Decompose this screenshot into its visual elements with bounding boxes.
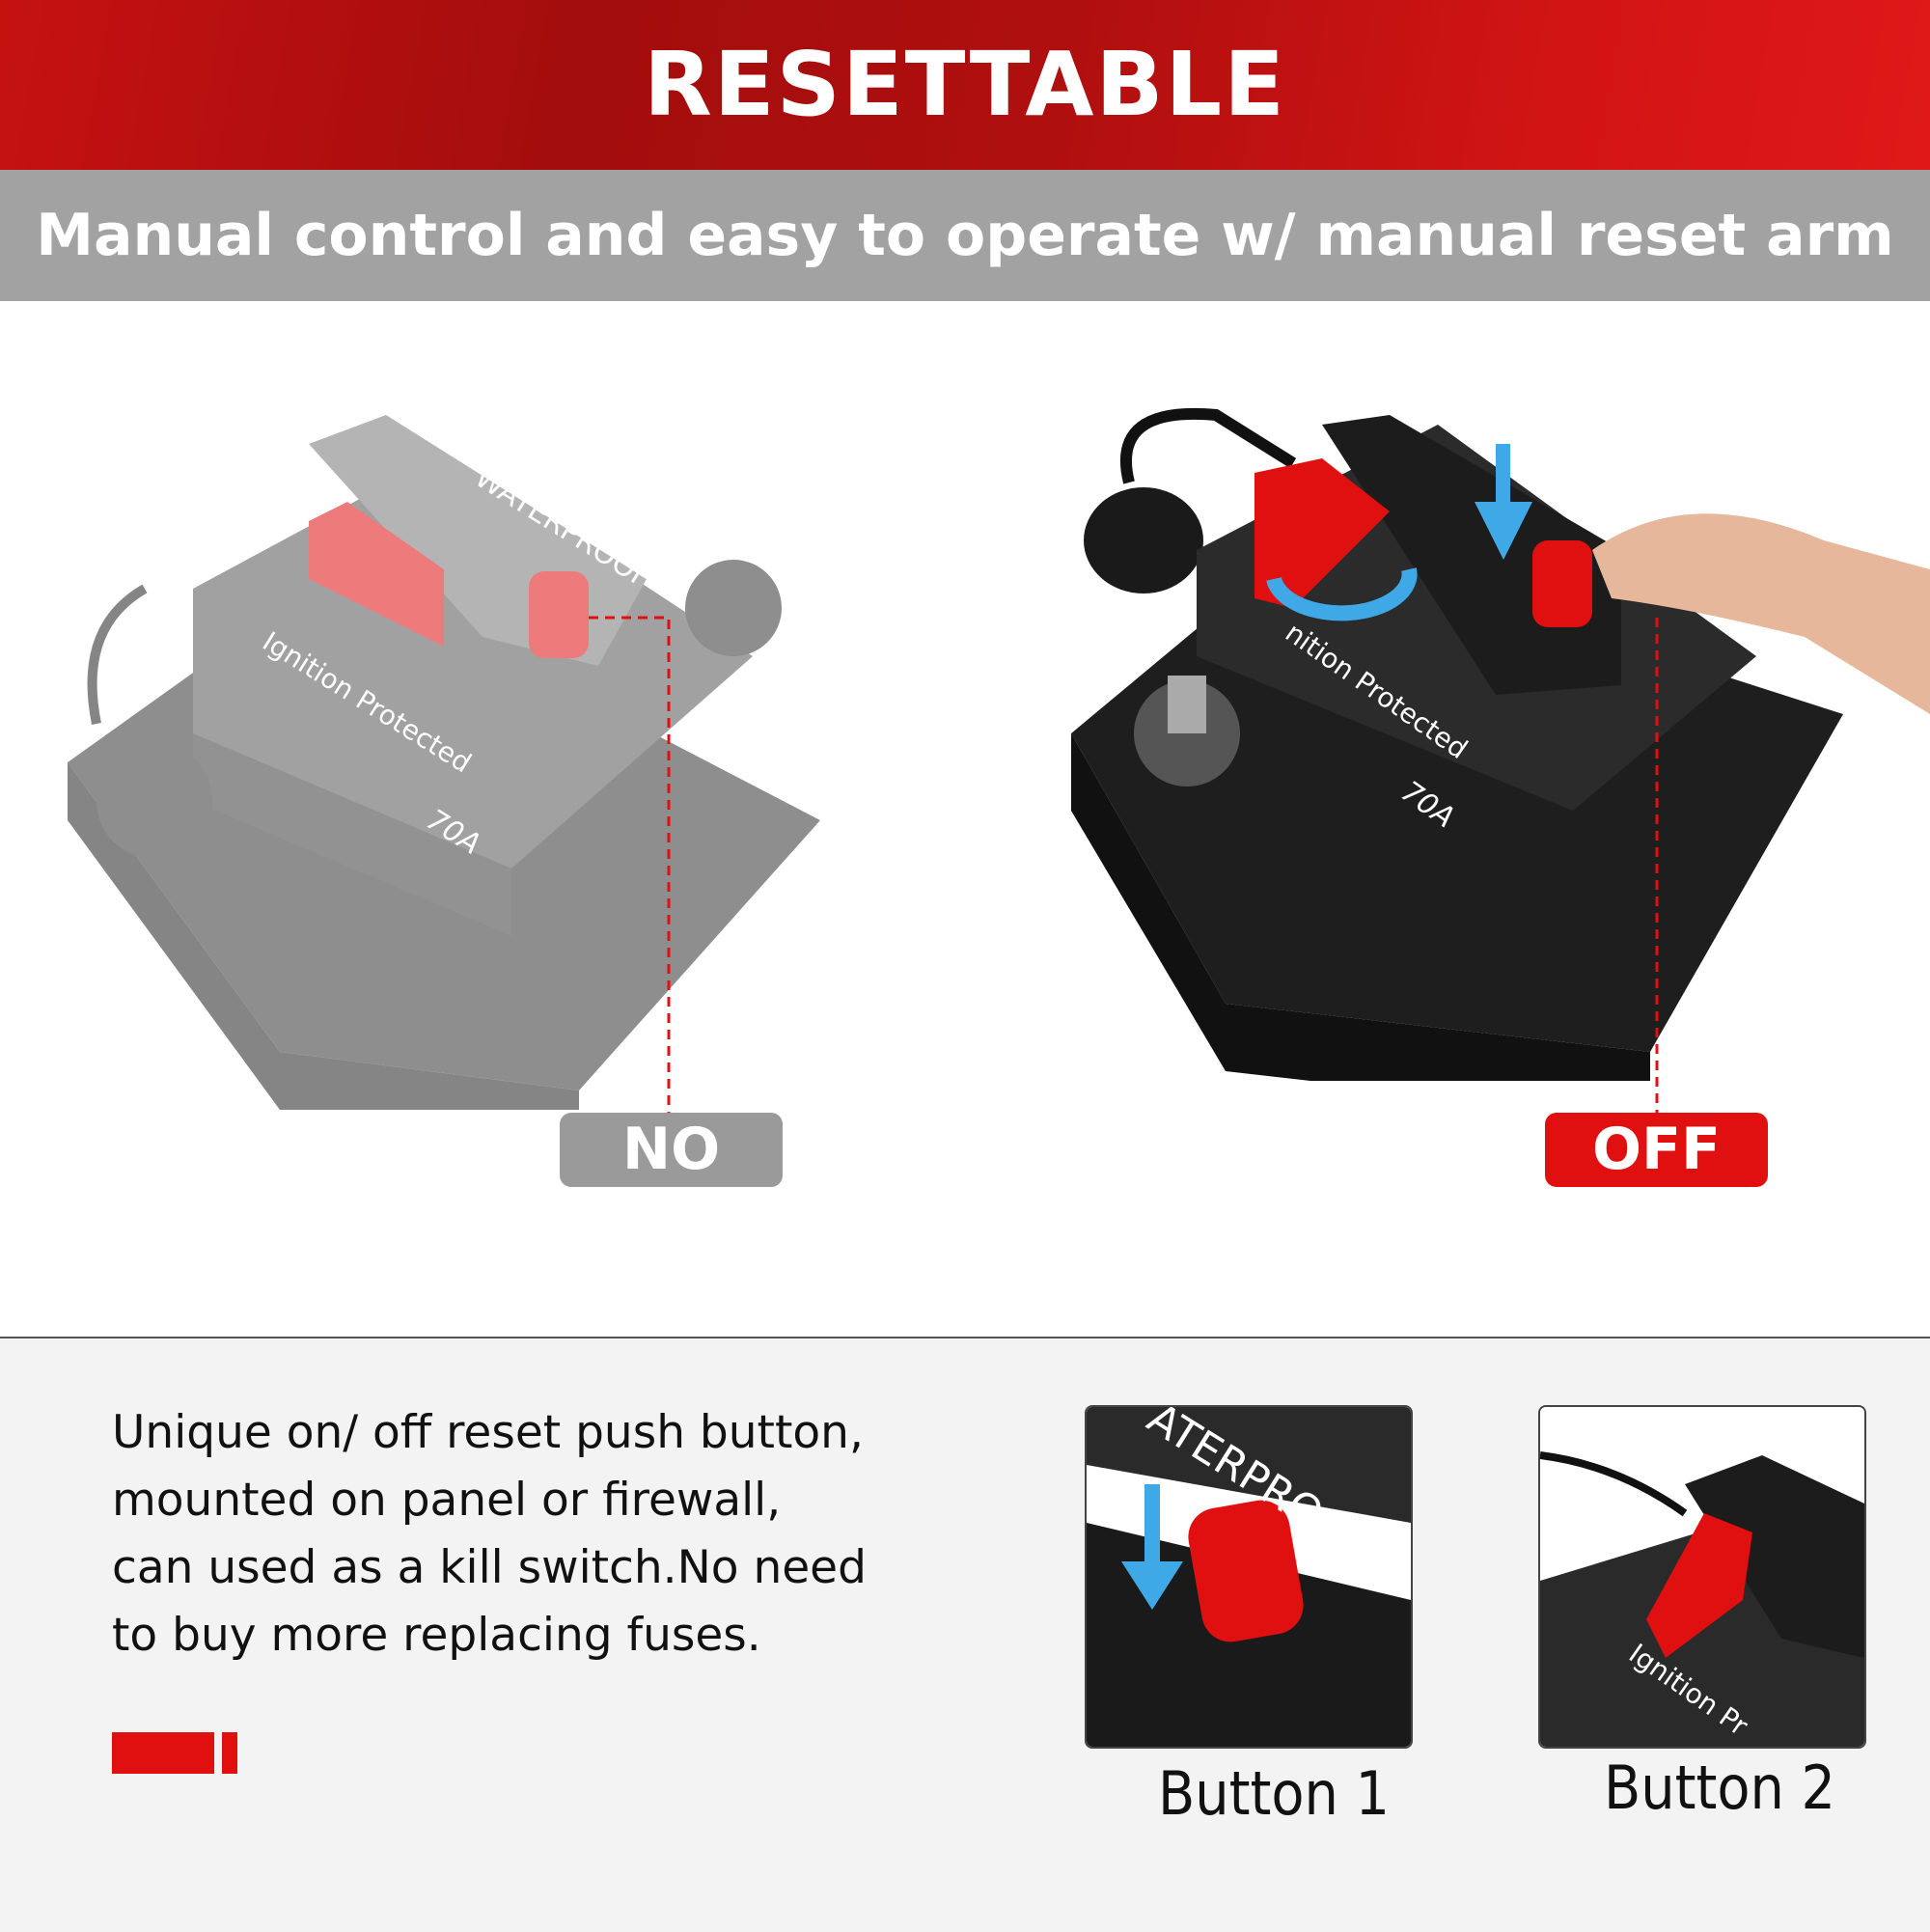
state-badge-off: OFF xyxy=(1545,1113,1768,1187)
breaker-image-on: WATERPROOF Ignition Protected 70A xyxy=(68,415,820,1110)
header-banner: RESETTABLE xyxy=(0,0,1930,170)
description-line: Unique on/ off reset push button, xyxy=(112,1406,864,1459)
breaker-image-off: WATE nition Protected 70A xyxy=(1071,407,1930,1081)
state-badge-no: NO xyxy=(560,1113,783,1187)
accent-bar xyxy=(112,1732,214,1774)
thumbnail-label-1: Button 1 xyxy=(1157,1758,1390,1829)
page-title: RESETTABLE xyxy=(643,33,1287,136)
thumbnail-label-2: Button 2 xyxy=(1603,1753,1835,1823)
accent-bar-small xyxy=(222,1732,237,1774)
description-line: to buy more replacing fuses. xyxy=(112,1609,761,1662)
description-text: Unique on/ off reset push button, mounte… xyxy=(112,1399,942,1670)
subtitle-band: Manual control and easy to operate w/ ma… xyxy=(0,170,1930,301)
subtitle: Manual control and easy to operate w/ ma… xyxy=(36,202,1894,269)
description-line: mounted on panel or firewall, xyxy=(112,1474,782,1527)
thumbnail-button-1: ATERPROOF xyxy=(1085,1405,1413,1749)
leader-lines xyxy=(589,616,1659,1113)
description-line: can used as a kill switch.No need xyxy=(112,1541,867,1594)
thumbnail-button-2: Ignition Pr xyxy=(1538,1405,1866,1749)
